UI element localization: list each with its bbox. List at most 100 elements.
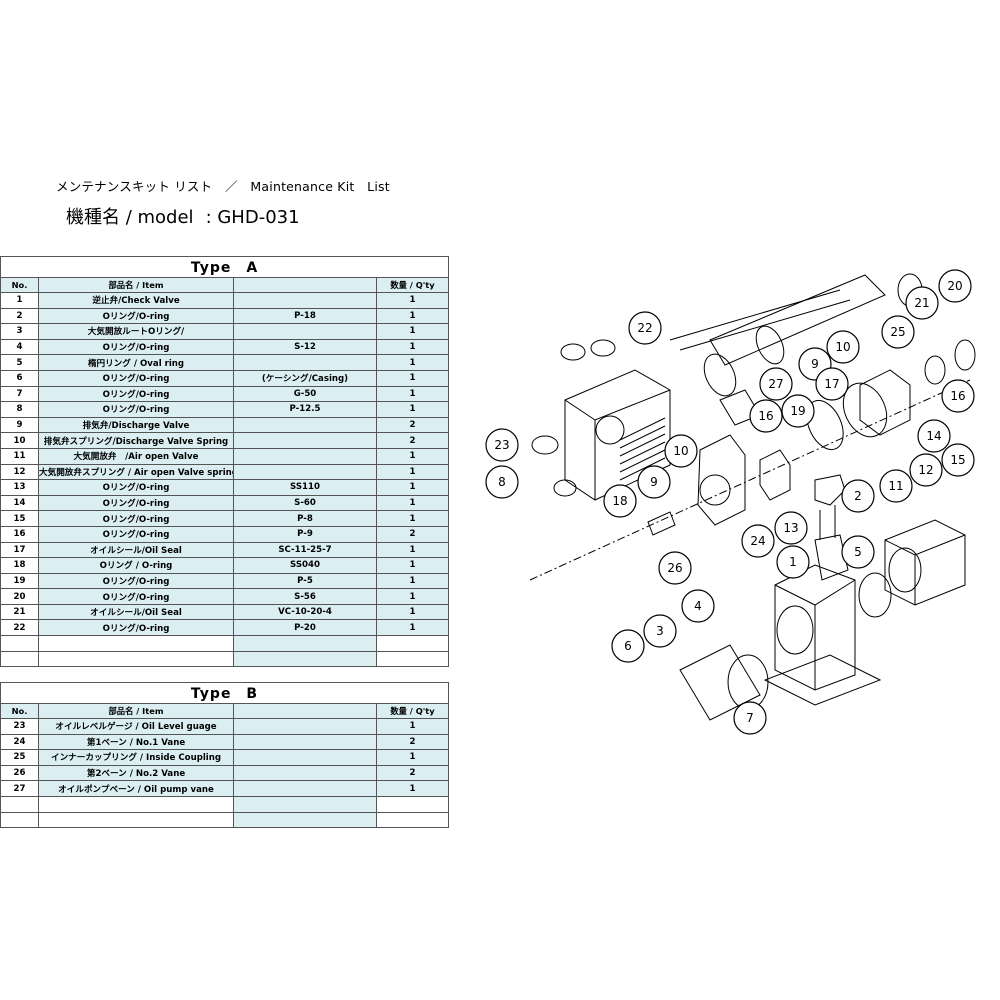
part-callout: 23 xyxy=(485,428,519,462)
blank-cell xyxy=(38,650,234,668)
cell-no: 7 xyxy=(0,385,39,403)
callout-circle xyxy=(733,701,767,735)
cell-spec: P-12.5 xyxy=(233,401,377,418)
cell-spec xyxy=(233,764,377,782)
callout-number: 20 xyxy=(947,279,962,293)
cell-no: 22 xyxy=(0,619,39,637)
col-item: 部品名 / Item xyxy=(38,703,234,719)
callout-number: 21 xyxy=(914,296,929,310)
callout-number: 19 xyxy=(790,404,805,418)
part-callout: 2 xyxy=(841,479,875,513)
callout-circle xyxy=(637,465,671,499)
callout-number: 6 xyxy=(624,639,632,653)
part-callout: 27 xyxy=(759,367,793,401)
blank-cell xyxy=(233,811,377,829)
callout-number: 13 xyxy=(783,521,798,535)
part-callout: 3 xyxy=(643,614,677,648)
model-line: 機種名 / model: GHD-031 xyxy=(66,203,300,229)
cell-spec xyxy=(233,292,377,309)
part-callout: 22 xyxy=(628,311,662,345)
cell-qty: 1 xyxy=(376,307,449,325)
cell-spec xyxy=(233,323,377,340)
part-callout: 8 xyxy=(485,465,519,499)
callout-number: 24 xyxy=(750,534,765,548)
cell-no: 8 xyxy=(0,401,39,418)
cell-spec: P-5 xyxy=(233,572,377,590)
callout-number: 10 xyxy=(835,340,850,354)
cell-no: 18 xyxy=(0,557,39,574)
callout-circle xyxy=(826,330,860,364)
col-spec xyxy=(233,277,377,293)
callout-number: 16 xyxy=(758,409,773,423)
model-value: : GHD-031 xyxy=(205,207,300,228)
callout-circle xyxy=(741,524,775,558)
cell-no: 20 xyxy=(0,588,39,605)
callout-circle xyxy=(938,269,972,303)
callout-number: 9 xyxy=(650,475,658,489)
cell-no: 23 xyxy=(0,718,39,735)
cell-item: オイルポンプベーン / Oil pump vane xyxy=(38,780,234,797)
cell-item: Oリング/O-ring xyxy=(38,525,234,543)
cell-spec: (ケーシング/Casing) xyxy=(233,369,377,387)
part-callout: 5 xyxy=(841,535,875,569)
part-callout: 19 xyxy=(781,394,815,428)
callout-number: 8 xyxy=(498,475,506,489)
cell-spec xyxy=(233,354,377,371)
cell-no: 27 xyxy=(0,780,39,797)
cell-qty: 2 xyxy=(376,416,449,434)
col-item: 部品名 / Item xyxy=(38,277,234,293)
callout-number: 16 xyxy=(950,389,965,403)
part-callout: 20 xyxy=(938,269,972,303)
cell-spec xyxy=(233,416,377,434)
cell-qty: 1 xyxy=(375,780,450,797)
cell-qty: 1 xyxy=(376,557,449,574)
callout-circle xyxy=(628,311,662,345)
callout-circle xyxy=(681,589,715,623)
cell-spec: P-18 xyxy=(233,307,377,325)
cell-no: 14 xyxy=(0,494,39,512)
cell-item: 第2ベーン / No.2 Vane xyxy=(38,764,234,782)
cell-no: 12 xyxy=(0,463,39,481)
cell-item: 排気弁/Discharge Valve xyxy=(38,416,234,434)
part-callout: 10 xyxy=(826,330,860,364)
part-callout: 25 xyxy=(881,315,915,349)
blank-cell xyxy=(233,635,377,652)
callout-circle xyxy=(776,545,810,579)
cell-spec: S-12 xyxy=(233,338,377,356)
blank-cell xyxy=(376,650,449,668)
cell-qty: 1 xyxy=(376,494,449,512)
cell-qty: 1 xyxy=(376,323,449,340)
cell-spec xyxy=(233,780,377,797)
part-callout: 14 xyxy=(917,419,951,453)
cell-qty: 1 xyxy=(376,354,449,371)
blank-cell xyxy=(0,795,39,813)
cell-item: インナーカップリング / Inside Coupling xyxy=(38,749,234,766)
callout-circle xyxy=(917,419,951,453)
part-callout: 13 xyxy=(774,511,808,545)
callout-circle xyxy=(664,434,698,468)
callout-circle xyxy=(841,535,875,569)
cell-no: 5 xyxy=(0,354,39,371)
part-callout: 16 xyxy=(749,399,783,433)
blank-cell xyxy=(233,795,377,813)
part-callout: 16 xyxy=(941,379,975,413)
callout-circle xyxy=(881,315,915,349)
blank-cell xyxy=(376,635,449,652)
callout-circle xyxy=(841,479,875,513)
blank-cell xyxy=(375,795,450,813)
cell-item: 楕円リング / Oval ring xyxy=(38,354,234,371)
